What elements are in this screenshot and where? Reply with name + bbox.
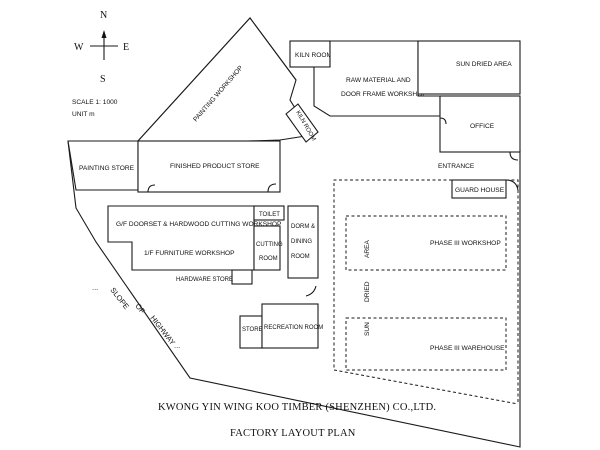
kiln-room-top-label: KILN ROOM [295,52,332,59]
cutting-room [253,225,281,271]
phase-3-warehouse-label: PHASE III WAREHOUSE [430,345,505,352]
kiln-room-rotated [285,103,319,143]
gf-workshop-label: G/F DOORSET & HARDWOOD CUTTING WORKSHOP [116,221,282,228]
phase-3-workshop [345,215,507,271]
office [439,95,521,153]
dorm-label-1: DORM & [291,224,315,230]
compass-west: W [74,42,84,53]
toilet [253,205,285,221]
sun-word: SUN [364,322,371,336]
hardware-store-label: HARDWARE STORE [176,277,233,283]
sun-dried-area-top [417,40,521,95]
phase-3-workshop-label: PHASE III WORKSHOP [430,240,501,247]
guard-house-label: GUARD HOUSE [455,187,505,194]
entrance-label: ENTRANCE [438,163,475,170]
recreation-room-label: RECREATION ROOM [264,325,323,331]
highway-word-highway: HIGHWAY [148,314,177,347]
compass-north: N [100,10,107,21]
finished-product-store-label: FINISHED PRODUCT STORE [170,163,260,170]
dorm-dining-room [287,205,319,279]
company-title: KWONG YIN WING KOO TIMBER (SHENZHEN) CO.… [158,402,436,413]
raw-material-label-2: DOOR FRAME WORKSHOP [341,91,427,98]
finished-product-store [137,140,281,193]
phase-3-area [333,179,519,405]
cutting-room-label-2: ROOM [259,256,278,262]
recreation-room [261,303,319,349]
f1-workshop-label: 1/F FURNITURE WORKSHOP [144,250,235,257]
compass-rose: N S E W [74,10,129,85]
unit-label: UNIT m [72,111,95,118]
area-word: AREA [364,239,371,258]
plan-title: FACTORY LAYOUT PLAN [230,428,356,439]
dorm-label-3: ROOM [291,254,310,260]
painting-store-label: PAINTING STORE [79,165,135,172]
dorm-label-2: DINING [291,239,312,245]
svg-text:...: ... [92,283,98,292]
scale-label: SCALE 1: 1000 [72,99,118,106]
highway-word-slope: SLOPE [108,286,130,311]
compass-south: S [100,74,106,85]
raw-material-label-1: RAW MATERIAL AND [346,77,411,84]
toilet-label: TOILET [259,212,280,218]
phase-3-warehouse [345,317,507,371]
sun-dried-area-label: SUN DRIED AREA [456,61,512,68]
guard-house [451,179,507,199]
store-label: STORE [242,327,263,333]
cutting-room-label-1: CUTTING [256,242,283,248]
compass-east: E [123,42,129,53]
office-label: OFFICE [470,123,495,130]
dried-word: DRIED [364,281,371,302]
hardware-store [231,269,253,285]
svg-text:...: ... [174,341,180,350]
gf-workshop [107,205,255,271]
